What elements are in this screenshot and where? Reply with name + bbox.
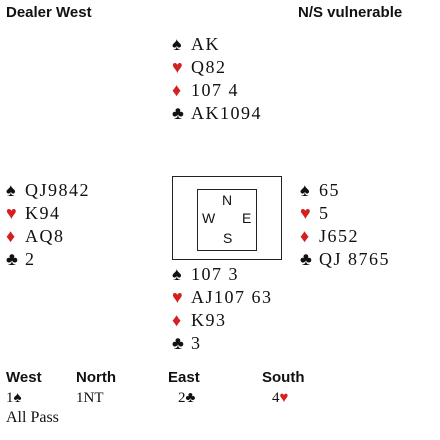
west-spades-cards: QJ9842 bbox=[25, 180, 91, 200]
auction-final: All Pass bbox=[6, 409, 59, 426]
east-clubs: ♣ QJ 8765 bbox=[300, 248, 390, 271]
west-hand: ♠QJ9842 ♥K94 ♦AQ8 ♣2 bbox=[6, 179, 90, 271]
west-diamonds: ♦ AQ8 bbox=[6, 225, 90, 248]
south-clubs-cards: 3 bbox=[191, 333, 202, 353]
dealer-label: Dealer West bbox=[6, 4, 92, 21]
south-hearts-cards: AJ107 63 bbox=[191, 287, 273, 307]
bid-north: 1NT bbox=[76, 390, 104, 406]
vulnerability-label: N/S vulnerable bbox=[298, 4, 403, 21]
east-diamonds-cards: J652 bbox=[319, 226, 360, 246]
compass-east: E bbox=[242, 210, 252, 226]
heart-icon: ♥ bbox=[6, 203, 17, 223]
spade-icon: ♠ bbox=[13, 390, 22, 406]
north-spades: ♠ AK bbox=[172, 33, 262, 56]
south-hand: ♠107 3 ♥AJ107 63 ♦K93 ♣3 bbox=[172, 263, 273, 355]
west-spades: ♠ QJ9842 bbox=[6, 179, 90, 202]
diamond-icon: ♦ bbox=[172, 80, 182, 100]
auction-header-west: West bbox=[6, 369, 42, 386]
east-hand: ♠65 ♥5 ♦J652 ♣QJ 8765 bbox=[300, 179, 390, 271]
west-clubs-cards: 2 bbox=[25, 249, 36, 269]
east-hearts: ♥5 bbox=[300, 202, 390, 225]
east-spades: ♠ 65 bbox=[300, 179, 390, 202]
auction-header-south: South bbox=[262, 369, 305, 386]
auction-col-east: East 2♣ bbox=[168, 367, 200, 409]
auction-col-north: North 1NT bbox=[76, 367, 116, 409]
spade-icon: ♠ bbox=[300, 180, 310, 200]
west-diamonds-cards: AQ8 bbox=[25, 226, 65, 246]
auction-col-south: South 4♥ bbox=[262, 367, 305, 409]
club-icon: ♣ bbox=[172, 333, 184, 353]
club-icon: ♣ bbox=[172, 103, 184, 123]
north-clubs: ♣ AK1094 bbox=[172, 102, 262, 125]
north-hearts: ♥ Q82 bbox=[172, 56, 262, 79]
spade-icon: ♠ bbox=[6, 180, 16, 200]
spade-icon: ♠ bbox=[172, 264, 182, 284]
heart-icon: ♥ bbox=[279, 390, 289, 406]
compass-north: N bbox=[222, 192, 233, 208]
compass-box: N W E S bbox=[197, 189, 257, 251]
auction-col-west: West 1♠ bbox=[6, 367, 42, 409]
east-hearts-cards: 5 bbox=[319, 203, 330, 223]
heart-icon: ♥ bbox=[172, 287, 183, 307]
bid-west: 1♠ bbox=[6, 390, 22, 406]
south-clubs: ♣3 bbox=[172, 332, 273, 355]
auction-header-north: North bbox=[76, 369, 116, 386]
diamond-icon: ♦ bbox=[6, 226, 16, 246]
south-spades-cards: 107 3 bbox=[191, 264, 239, 284]
club-icon: ♣ bbox=[6, 249, 18, 269]
north-hearts-cards: Q82 bbox=[191, 57, 227, 77]
bid-east: 2♣ bbox=[178, 390, 196, 406]
west-clubs: ♣2 bbox=[6, 248, 90, 271]
north-diamonds: ♦ 107 4 bbox=[172, 79, 262, 102]
east-spades-cards: 65 bbox=[319, 180, 340, 200]
heart-icon: ♥ bbox=[172, 57, 183, 77]
auction-header-east: East bbox=[168, 369, 200, 386]
south-diamonds: ♦ K93 bbox=[172, 309, 273, 332]
bid-south: 4♥ bbox=[272, 390, 289, 406]
spade-icon: ♠ bbox=[172, 34, 182, 54]
south-hearts: ♥ AJ107 63 bbox=[172, 286, 273, 309]
diamond-icon: ♦ bbox=[172, 310, 182, 330]
club-icon: ♣ bbox=[300, 249, 312, 269]
north-spades-cards: AK bbox=[191, 34, 220, 54]
east-clubs-cards: QJ 8765 bbox=[319, 249, 391, 269]
west-hearts-cards: K94 bbox=[25, 203, 61, 223]
east-diamonds: ♦ J652 bbox=[300, 225, 390, 248]
west-hearts: ♥ K94 bbox=[6, 202, 90, 225]
club-icon: ♣ bbox=[185, 390, 196, 406]
compass-frame: N W E S bbox=[172, 176, 282, 260]
compass-south: S bbox=[223, 230, 233, 246]
compass-west: W bbox=[202, 210, 216, 226]
heart-icon: ♥ bbox=[300, 203, 311, 223]
north-clubs-cards: AK1094 bbox=[191, 103, 262, 123]
diamond-icon: ♦ bbox=[300, 226, 310, 246]
south-diamonds-cards: K93 bbox=[191, 310, 227, 330]
south-spades: ♠ 107 3 bbox=[172, 263, 273, 286]
north-hand: ♠ AK ♥ Q82 ♦ 107 4 ♣ AK1094 bbox=[172, 33, 262, 125]
north-diamonds-cards: 107 4 bbox=[191, 80, 239, 100]
